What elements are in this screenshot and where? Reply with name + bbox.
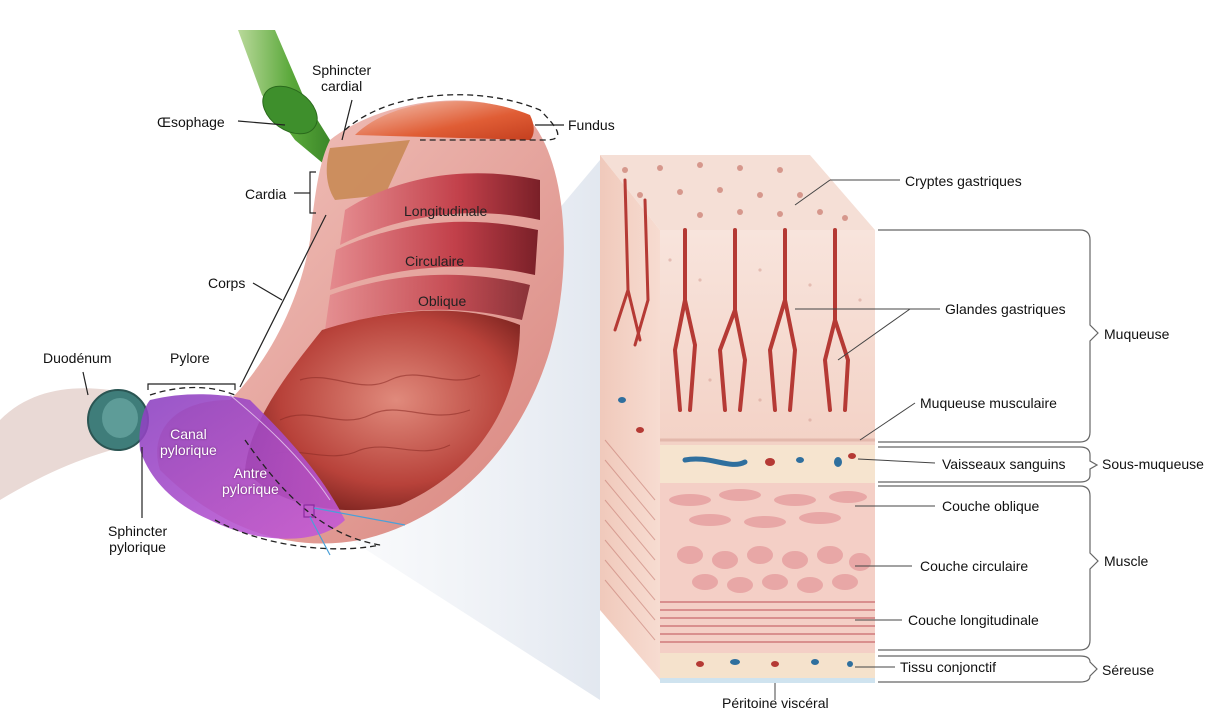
peritoneum-layer [660,678,875,683]
label-pylore: Pylore [170,350,210,366]
label-antre-pylorique-line2: pylorique [222,481,279,497]
duodenum-lumen [102,398,138,438]
muscle-layer [660,483,875,653]
label-oblique: Oblique [418,293,466,309]
label-canal-pylorique: Canal pylorique [160,426,217,458]
label-cryptes-gastriques: Cryptes gastriques [905,173,1022,189]
label-sphincter-pylorique-line2: pylorique [108,539,167,555]
label-vaisseaux-sanguins: Vaisseaux sanguins [942,456,1065,472]
label-glandes-gastriques: Glandes gastriques [945,301,1066,317]
label-tissu-conjonctif: Tissu conjonctif [900,659,996,675]
label-corps: Corps [208,275,245,291]
label-muqueuse-musculaire: Muqueuse musculaire [920,395,1057,411]
label-sphincter-cardial-line1: Sphincter [312,62,371,78]
label-sphincter-pylorique-line1: Sphincter [108,523,167,539]
label-canal-pylorique-line2: pylorique [160,442,217,458]
serosa-layer [660,653,875,678]
label-duodenum: Duodénum [43,350,112,366]
block-side-face [600,155,660,680]
label-sphincter-cardial-line2: cardial [312,78,371,94]
label-cardia: Cardia [245,186,286,202]
label-sphincter-pylorique: Sphincter pylorique [108,523,167,555]
label-fundus: Fundus [568,117,615,133]
fundus-region [355,101,534,140]
label-antre-pylorique-line1: Antre [222,465,279,481]
label-couche-circulaire: Couche circulaire [920,558,1028,574]
label-longitudinale: Longitudinale [404,203,487,219]
label-sereuse: Séreuse [1102,662,1154,678]
label-muscle: Muscle [1104,553,1148,569]
label-oesophage: Œsophage [157,114,225,130]
pylorus-dashed-outline [150,388,235,396]
label-couche-oblique: Couche oblique [942,498,1039,514]
label-sphincter-cardial: Sphincter cardial [312,62,371,94]
label-couche-longitudinale: Couche longitudinale [908,612,1039,628]
label-sous-muqueuse: Sous-muqueuse [1102,456,1204,472]
label-muqueuse: Muqueuse [1104,326,1169,342]
label-peritoine-visceral: Péritoine viscéral [722,695,829,711]
label-canal-pylorique-line1: Canal [160,426,217,442]
label-antre-pylorique: Antre pylorique [222,465,279,497]
label-circulaire: Circulaire [405,253,464,269]
